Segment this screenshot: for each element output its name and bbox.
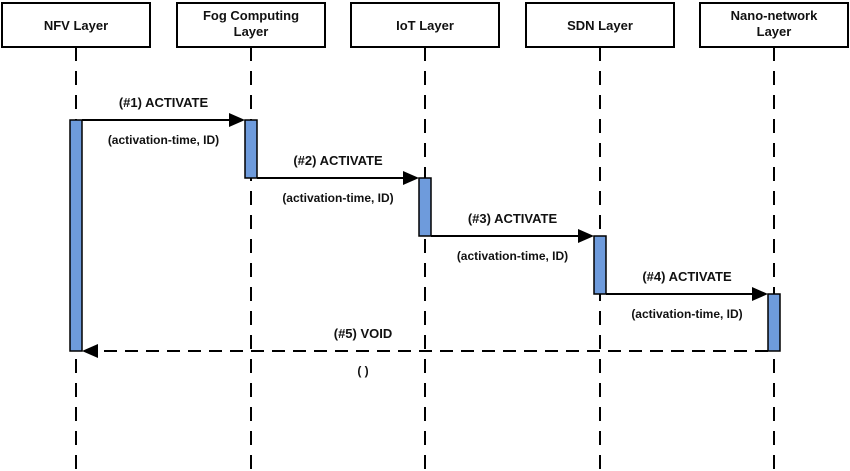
message-params: ( ) [357,364,368,378]
arrowhead-icon [229,113,245,127]
participant-label: IoT Layer [396,18,454,33]
participant-box [525,2,675,48]
participant-nfv: NFV Layer [1,2,151,48]
arrowhead-icon [752,287,768,301]
participant-label: Layer [757,24,792,39]
message-params: (activation-time, ID) [631,307,742,321]
message-label: (#2) ACTIVATE [293,153,383,168]
message-3: (#3) ACTIVATE (activation-time, ID) [431,211,594,263]
activation-bar-nfv [69,119,83,352]
arrowhead-icon [403,171,419,185]
message-label: (#5) VOID [334,326,393,341]
arrowhead-icon [82,344,98,358]
message-5: (#5) VOID ( ) [82,326,768,378]
message-params: (activation-time, ID) [457,249,568,263]
participant-iot: IoT Layer [350,2,500,48]
activation-bar-fog [244,119,258,179]
participant-label: Fog Computing [203,8,299,23]
arrowhead-icon [578,229,594,243]
participant-label: Layer [234,24,269,39]
message-params: (activation-time, ID) [282,191,393,205]
participant-label: SDN Layer [567,18,633,33]
message-label: (#3) ACTIVATE [468,211,558,226]
participant-box [350,2,500,48]
message-label: (#4) ACTIVATE [642,269,732,284]
message-2: (#2) ACTIVATE (activation-time, ID) [257,153,419,205]
participant-sdn: SDN Layer [525,2,675,48]
message-label: (#1) ACTIVATE [119,95,209,110]
activation-bar-nano [767,293,781,352]
activation-bar-sdn [593,235,607,295]
message-4: (#4) ACTIVATE (activation-time, ID) [606,269,768,321]
participant-box [176,2,326,48]
participant-box [1,2,151,48]
message-params: (activation-time, ID) [108,133,219,147]
participant-box [699,2,849,48]
participant-label: NFV Layer [44,18,108,33]
message-1: (#1) ACTIVATE (activation-time, ID) [82,95,245,147]
activation-bar-iot [418,177,432,237]
participant-label: Nano-network [731,8,818,23]
